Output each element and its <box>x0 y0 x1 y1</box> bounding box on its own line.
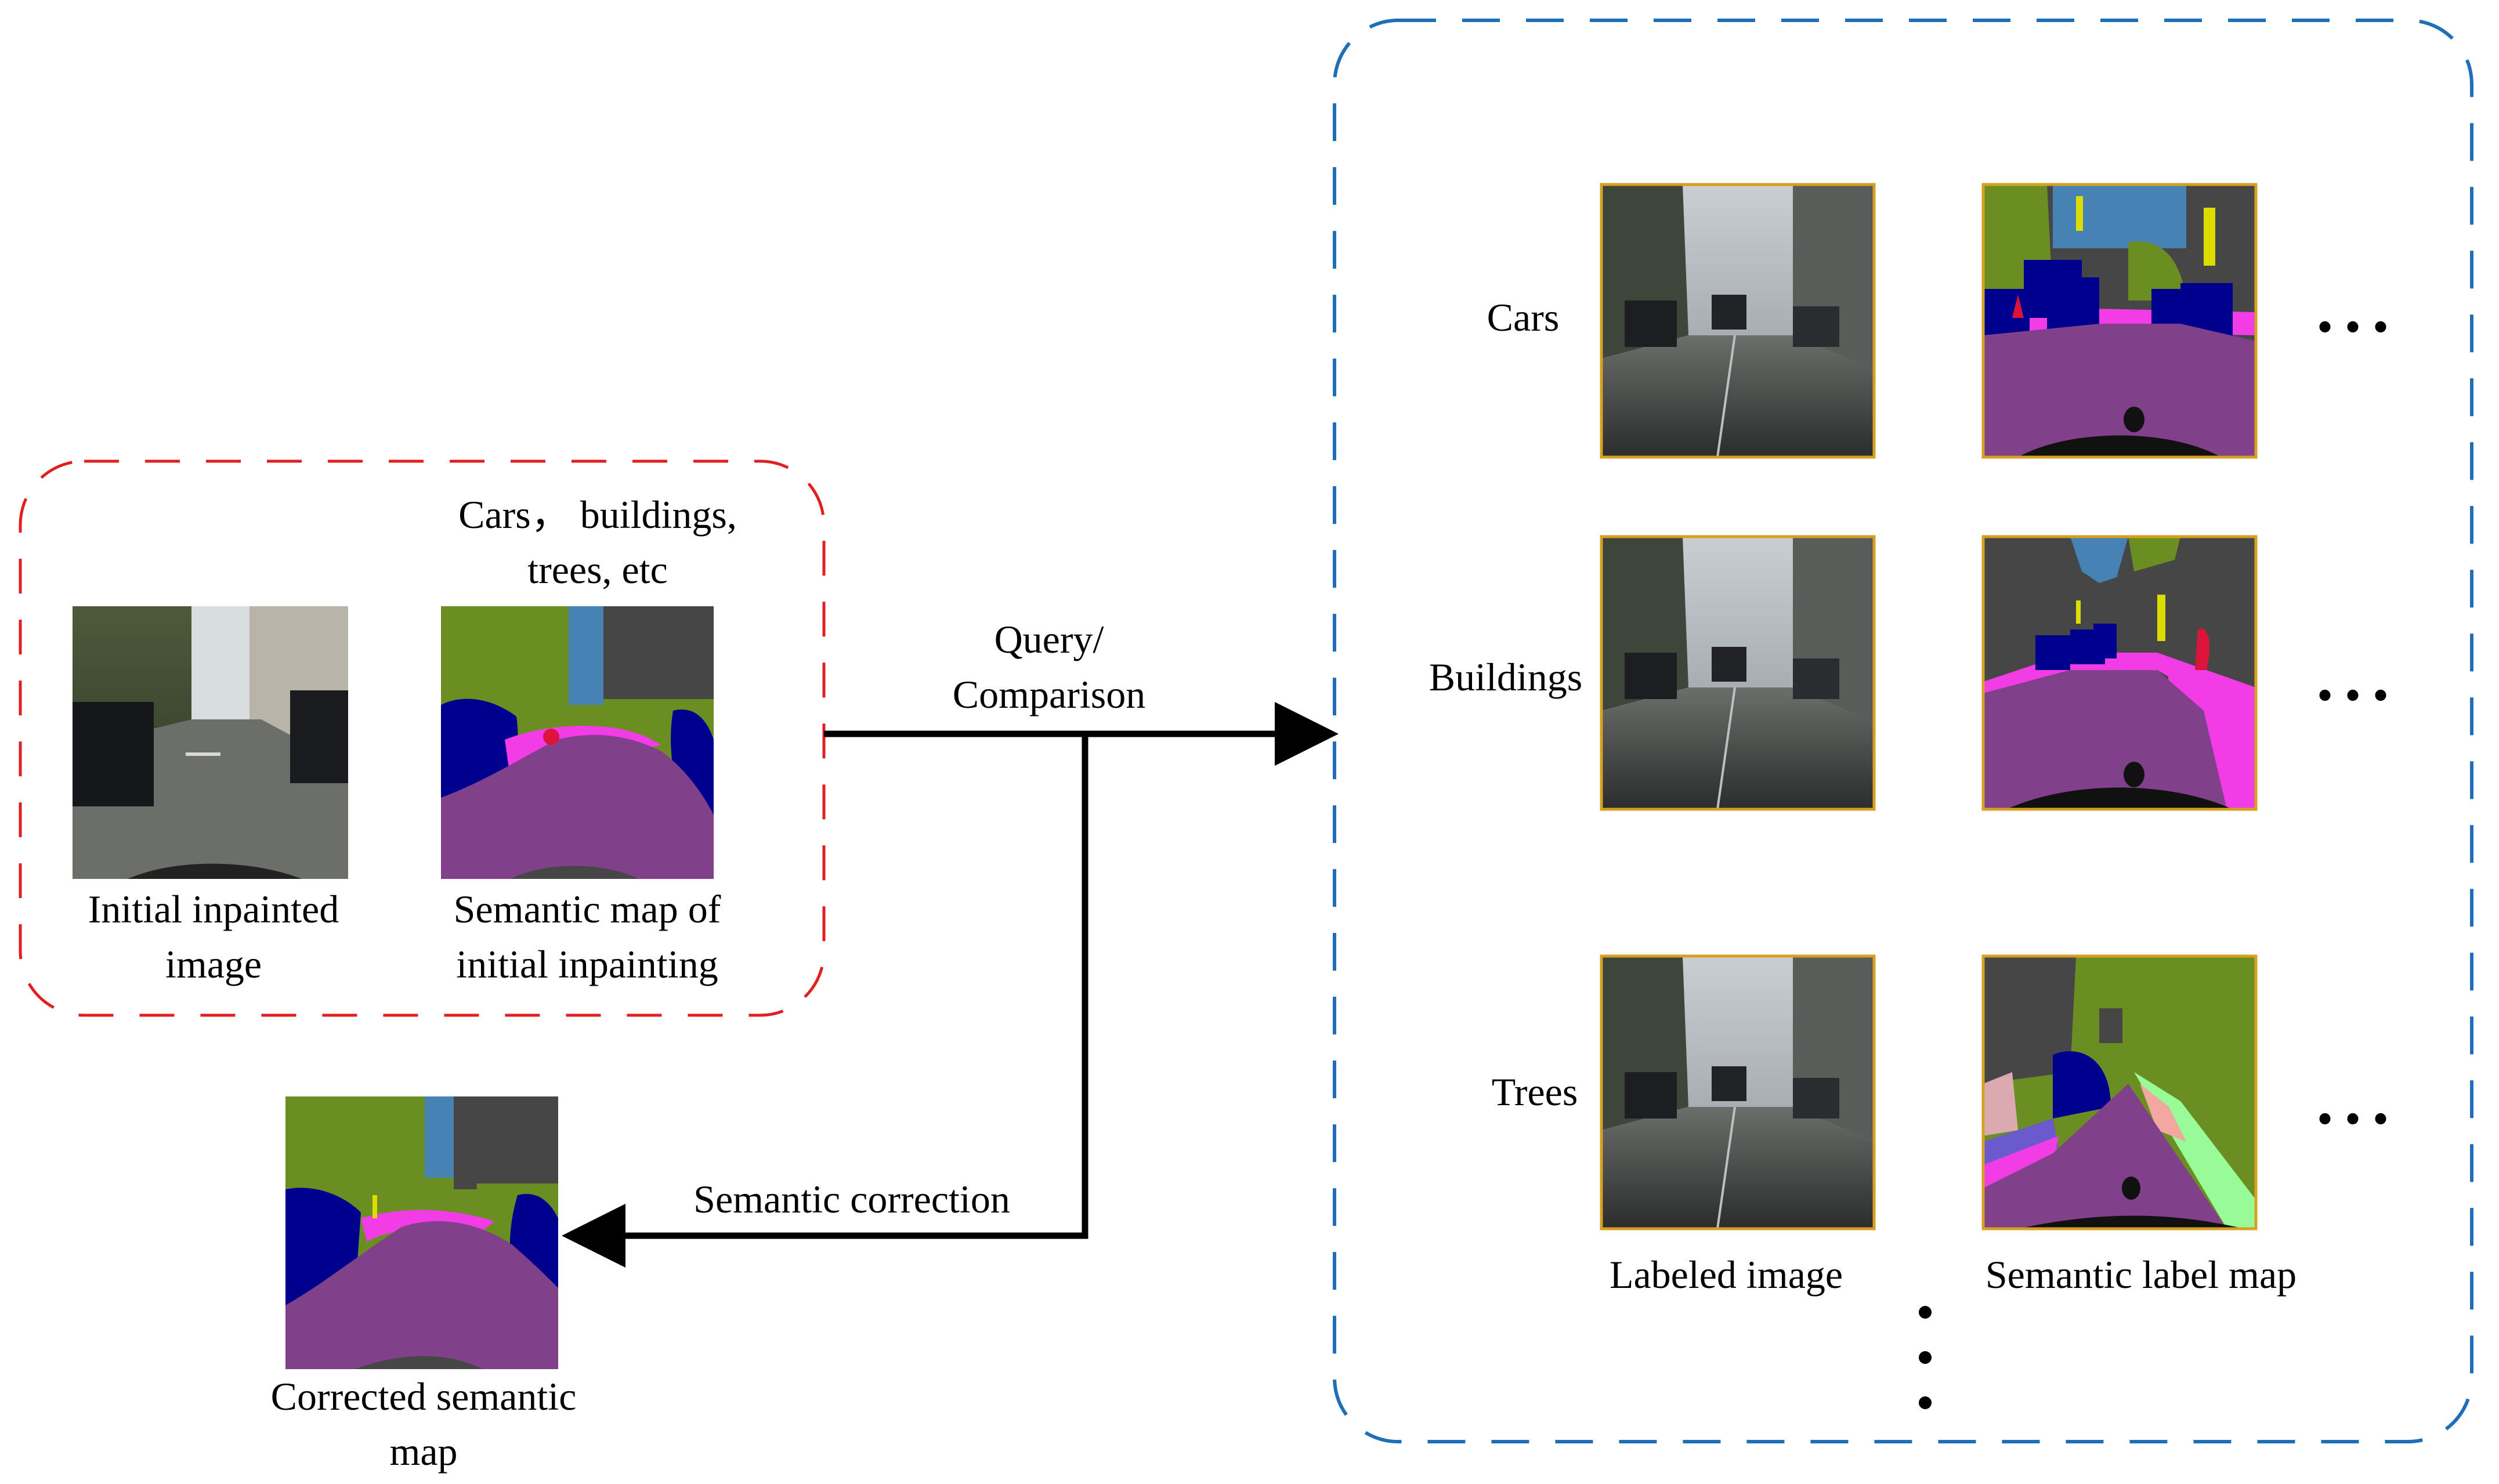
ellipsis-cars: • • • <box>2317 302 2389 353</box>
ellipsis-buildings: • • • <box>2317 670 2389 721</box>
row-label-trees: Trees <box>1492 1070 1578 1114</box>
query-label-line2: Comparison <box>953 672 1145 716</box>
query-group-border <box>19 459 826 1017</box>
vertical-ellipsis <box>1919 1306 1932 1409</box>
correction-label: Semantic correction <box>693 1177 1010 1221</box>
corrected-semantic-map <box>285 1096 558 1369</box>
labeled-image-trees <box>1600 954 1876 1230</box>
column-caption-labeled-image: Labeled image <box>1610 1253 1843 1297</box>
semantic-label-map-buildings <box>1981 535 2258 811</box>
semantic-map-caption-line2: initial inpainting <box>456 942 718 986</box>
database-group-border <box>1333 19 2473 1443</box>
column-caption-semantic-label-map: Semantic label map <box>1986 1253 2297 1297</box>
semantic-map-header-line1: Cars， buildings, <box>458 493 737 537</box>
initial-inpainted-image <box>73 606 348 879</box>
query-label-line1: Query/ <box>994 617 1104 661</box>
corrected-caption-line2: map <box>389 1429 457 1474</box>
labeled-image-cars <box>1600 183 1876 459</box>
semantic-label-map-trees <box>1981 954 2258 1230</box>
row-label-buildings: Buildings <box>1429 655 1583 699</box>
initial-semantic-map <box>441 606 714 879</box>
semantic-map-caption-line1: Semantic map of <box>454 887 721 931</box>
row-label-cars: Cars <box>1487 295 1560 339</box>
ellipsis-trees: • • • <box>2317 1094 2389 1145</box>
labeled-image-buildings <box>1600 535 1876 811</box>
semantic-map-header-line2: trees, etc <box>527 548 668 592</box>
correction-connector <box>562 734 1088 1268</box>
initial-image-caption-line1: Initial inpainted <box>88 887 339 931</box>
corrected-caption-line1: Corrected semantic <box>271 1374 577 1418</box>
initial-image-caption-line2: image <box>165 942 262 986</box>
semantic-label-map-cars <box>1981 183 2258 459</box>
